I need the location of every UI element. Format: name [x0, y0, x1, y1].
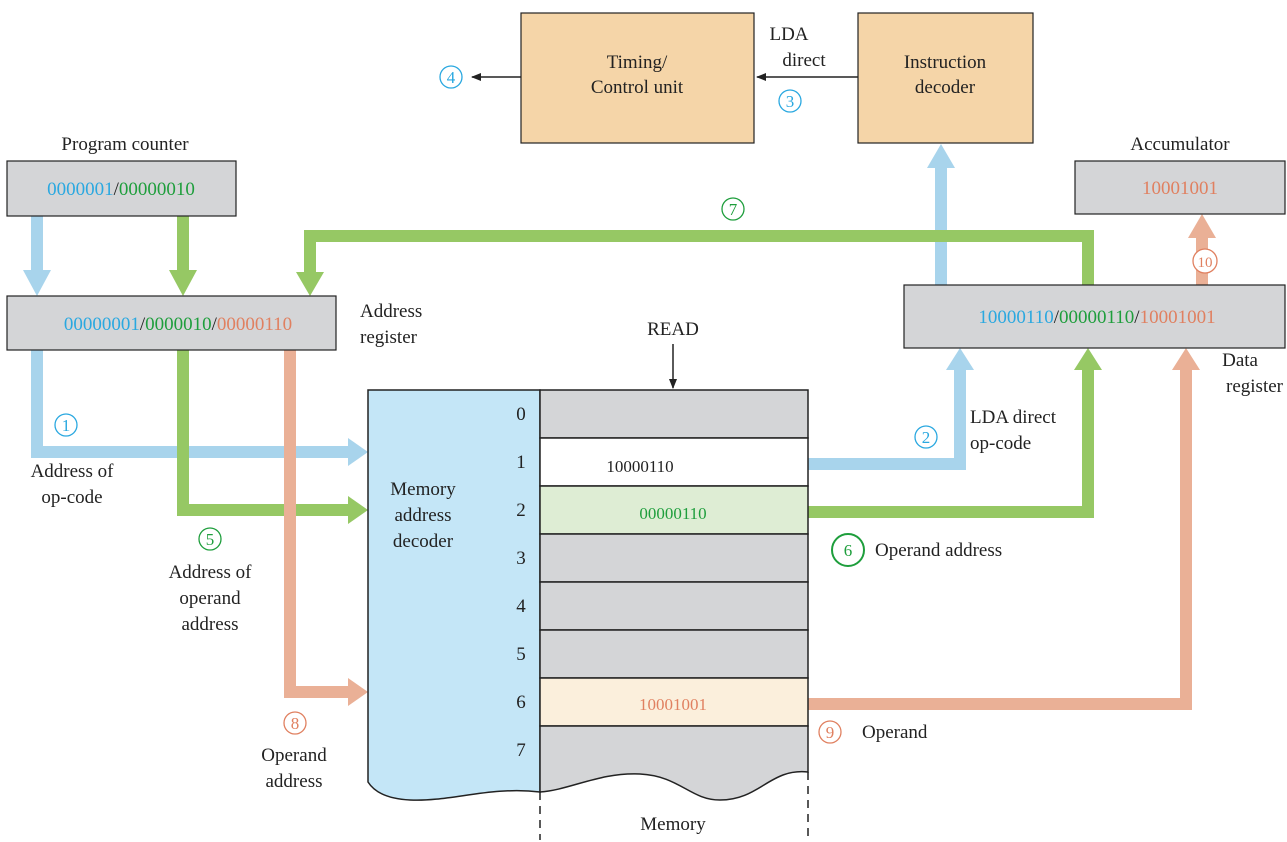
memory-cell-5	[539, 629, 809, 679]
memory-cell-2	[539, 485, 809, 535]
memory-address-0: 0	[516, 404, 526, 425]
lda-label-line2: direct	[782, 50, 826, 71]
step-badge-8: 8	[283, 711, 307, 735]
arrow-pc-to-ar-blue	[23, 216, 51, 296]
label-operand: Operand	[862, 722, 928, 743]
step-badge-4: 4	[439, 65, 463, 89]
memory-cells	[539, 389, 809, 801]
read-label: READ	[647, 319, 699, 340]
label-addr-operand-2: operand	[179, 588, 241, 609]
memory-address-1: 1	[516, 452, 526, 473]
address-register-label-line2: register	[360, 327, 418, 348]
memory-address-2: 2	[516, 500, 526, 521]
memory-address-7: 7	[516, 740, 526, 761]
step-circles: 4 3 7 10 1 2 5 6	[54, 65, 1218, 744]
memory-cell-3	[539, 533, 809, 583]
svg-text:5: 5	[206, 530, 215, 549]
memory-addresses: 0 1 2 3 4 5 6 7	[516, 404, 526, 761]
label-lda-opcode-1: LDA direct	[970, 407, 1057, 428]
arrow-step9-orange	[808, 348, 1200, 710]
arrow-step5-green	[177, 348, 368, 524]
arrow-step6-green	[808, 348, 1102, 518]
arrow-pc-to-ar-green	[169, 216, 197, 296]
decoder-label-line3: decoder	[393, 531, 454, 552]
lda-label-line1: LDA	[769, 24, 808, 45]
accumulator-label: Accumulator	[1130, 134, 1230, 155]
instruction-decoder-line1: Instruction	[904, 52, 987, 73]
label-operand-address-right: Operand address	[875, 540, 1002, 561]
step-badge-5: 5	[198, 527, 222, 551]
label-address-of-opcode-1: Address of	[31, 461, 115, 482]
decoder-label-line2: address	[395, 505, 452, 526]
memory-address-6: 6	[516, 692, 526, 713]
step-badge-2: 2	[914, 425, 938, 449]
svg-text:3: 3	[786, 92, 795, 111]
program-counter: 0000001/00000010	[6, 160, 237, 217]
address-register: 00000001/0000010/00000110	[6, 295, 337, 351]
svg-text:2: 2	[922, 428, 931, 447]
memory-value-2: 00000110	[639, 504, 706, 523]
memory-address-3: 3	[516, 548, 526, 569]
memory-address-4: 4	[516, 596, 526, 617]
memory-address-5: 5	[516, 644, 526, 665]
svg-text:4: 4	[447, 68, 456, 87]
label-addr-operand-3: address	[182, 614, 239, 635]
timing-unit-line1: Timing/	[607, 52, 668, 73]
memory-value-1: 10000110	[606, 457, 673, 476]
svg-text:10: 10	[1198, 255, 1213, 271]
memory-cell-7	[539, 725, 809, 801]
svg-text:6: 6	[844, 541, 853, 560]
accumulator-value: 10001001	[1142, 178, 1218, 199]
arrow-step8-orange	[284, 348, 368, 706]
arrow-step1-blue	[31, 348, 368, 466]
memory-address-decoder	[367, 389, 541, 801]
data-register-label-line1: Data	[1222, 350, 1258, 371]
memory-label: Memory	[640, 814, 706, 835]
data-register-value: 10000110/00000110/10001001	[978, 307, 1215, 328]
timing-control-unit: Timing/ Control unit	[520, 12, 755, 144]
svg-text:7: 7	[729, 200, 738, 219]
memory-value-6: 10001001	[639, 695, 707, 714]
label-operand-address-2: address	[266, 771, 323, 792]
label-address-of-opcode-2: op-code	[41, 487, 102, 508]
label-operand-address-1: Operand	[261, 745, 327, 766]
svg-text:9: 9	[826, 723, 835, 742]
arrow-dr-to-decoder-blue	[927, 144, 955, 285]
step-badge-3: 3	[778, 89, 802, 113]
instruction-decoder-line2: decoder	[915, 77, 976, 98]
label-addr-operand-1: Address of	[169, 562, 253, 583]
program-counter-label: Program counter	[61, 134, 189, 155]
address-register-label-line1: Address	[360, 301, 422, 322]
memory-cell-1	[539, 437, 809, 487]
instruction-decoder: Instruction decoder	[857, 12, 1034, 144]
program-counter-value: 0000001/00000010	[47, 179, 195, 200]
memory-cell-4	[539, 581, 809, 631]
memory-cell-0	[539, 389, 809, 439]
data-register-label-line2: register	[1226, 376, 1284, 397]
step-badge-10: 10	[1192, 248, 1218, 274]
svg-text:1: 1	[62, 416, 71, 435]
step-badge-9: 9	[818, 720, 842, 744]
step-badge-6: 6	[831, 533, 865, 567]
data-register: 10000110/00000110/10001001	[903, 284, 1286, 349]
accumulator: 10001001	[1074, 160, 1286, 215]
decoder-label-line1: Memory	[390, 479, 456, 500]
arrow-step2-blue	[808, 348, 974, 470]
step-badge-1: 1	[54, 413, 78, 437]
step-badge-7: 7	[721, 197, 745, 221]
address-register-value: 00000001/0000010/00000110	[64, 314, 292, 335]
svg-text:8: 8	[291, 714, 300, 733]
arrow-step7-green	[296, 230, 1094, 296]
label-lda-opcode-2: op-code	[970, 433, 1031, 454]
timing-unit-line2: Control unit	[591, 77, 684, 98]
